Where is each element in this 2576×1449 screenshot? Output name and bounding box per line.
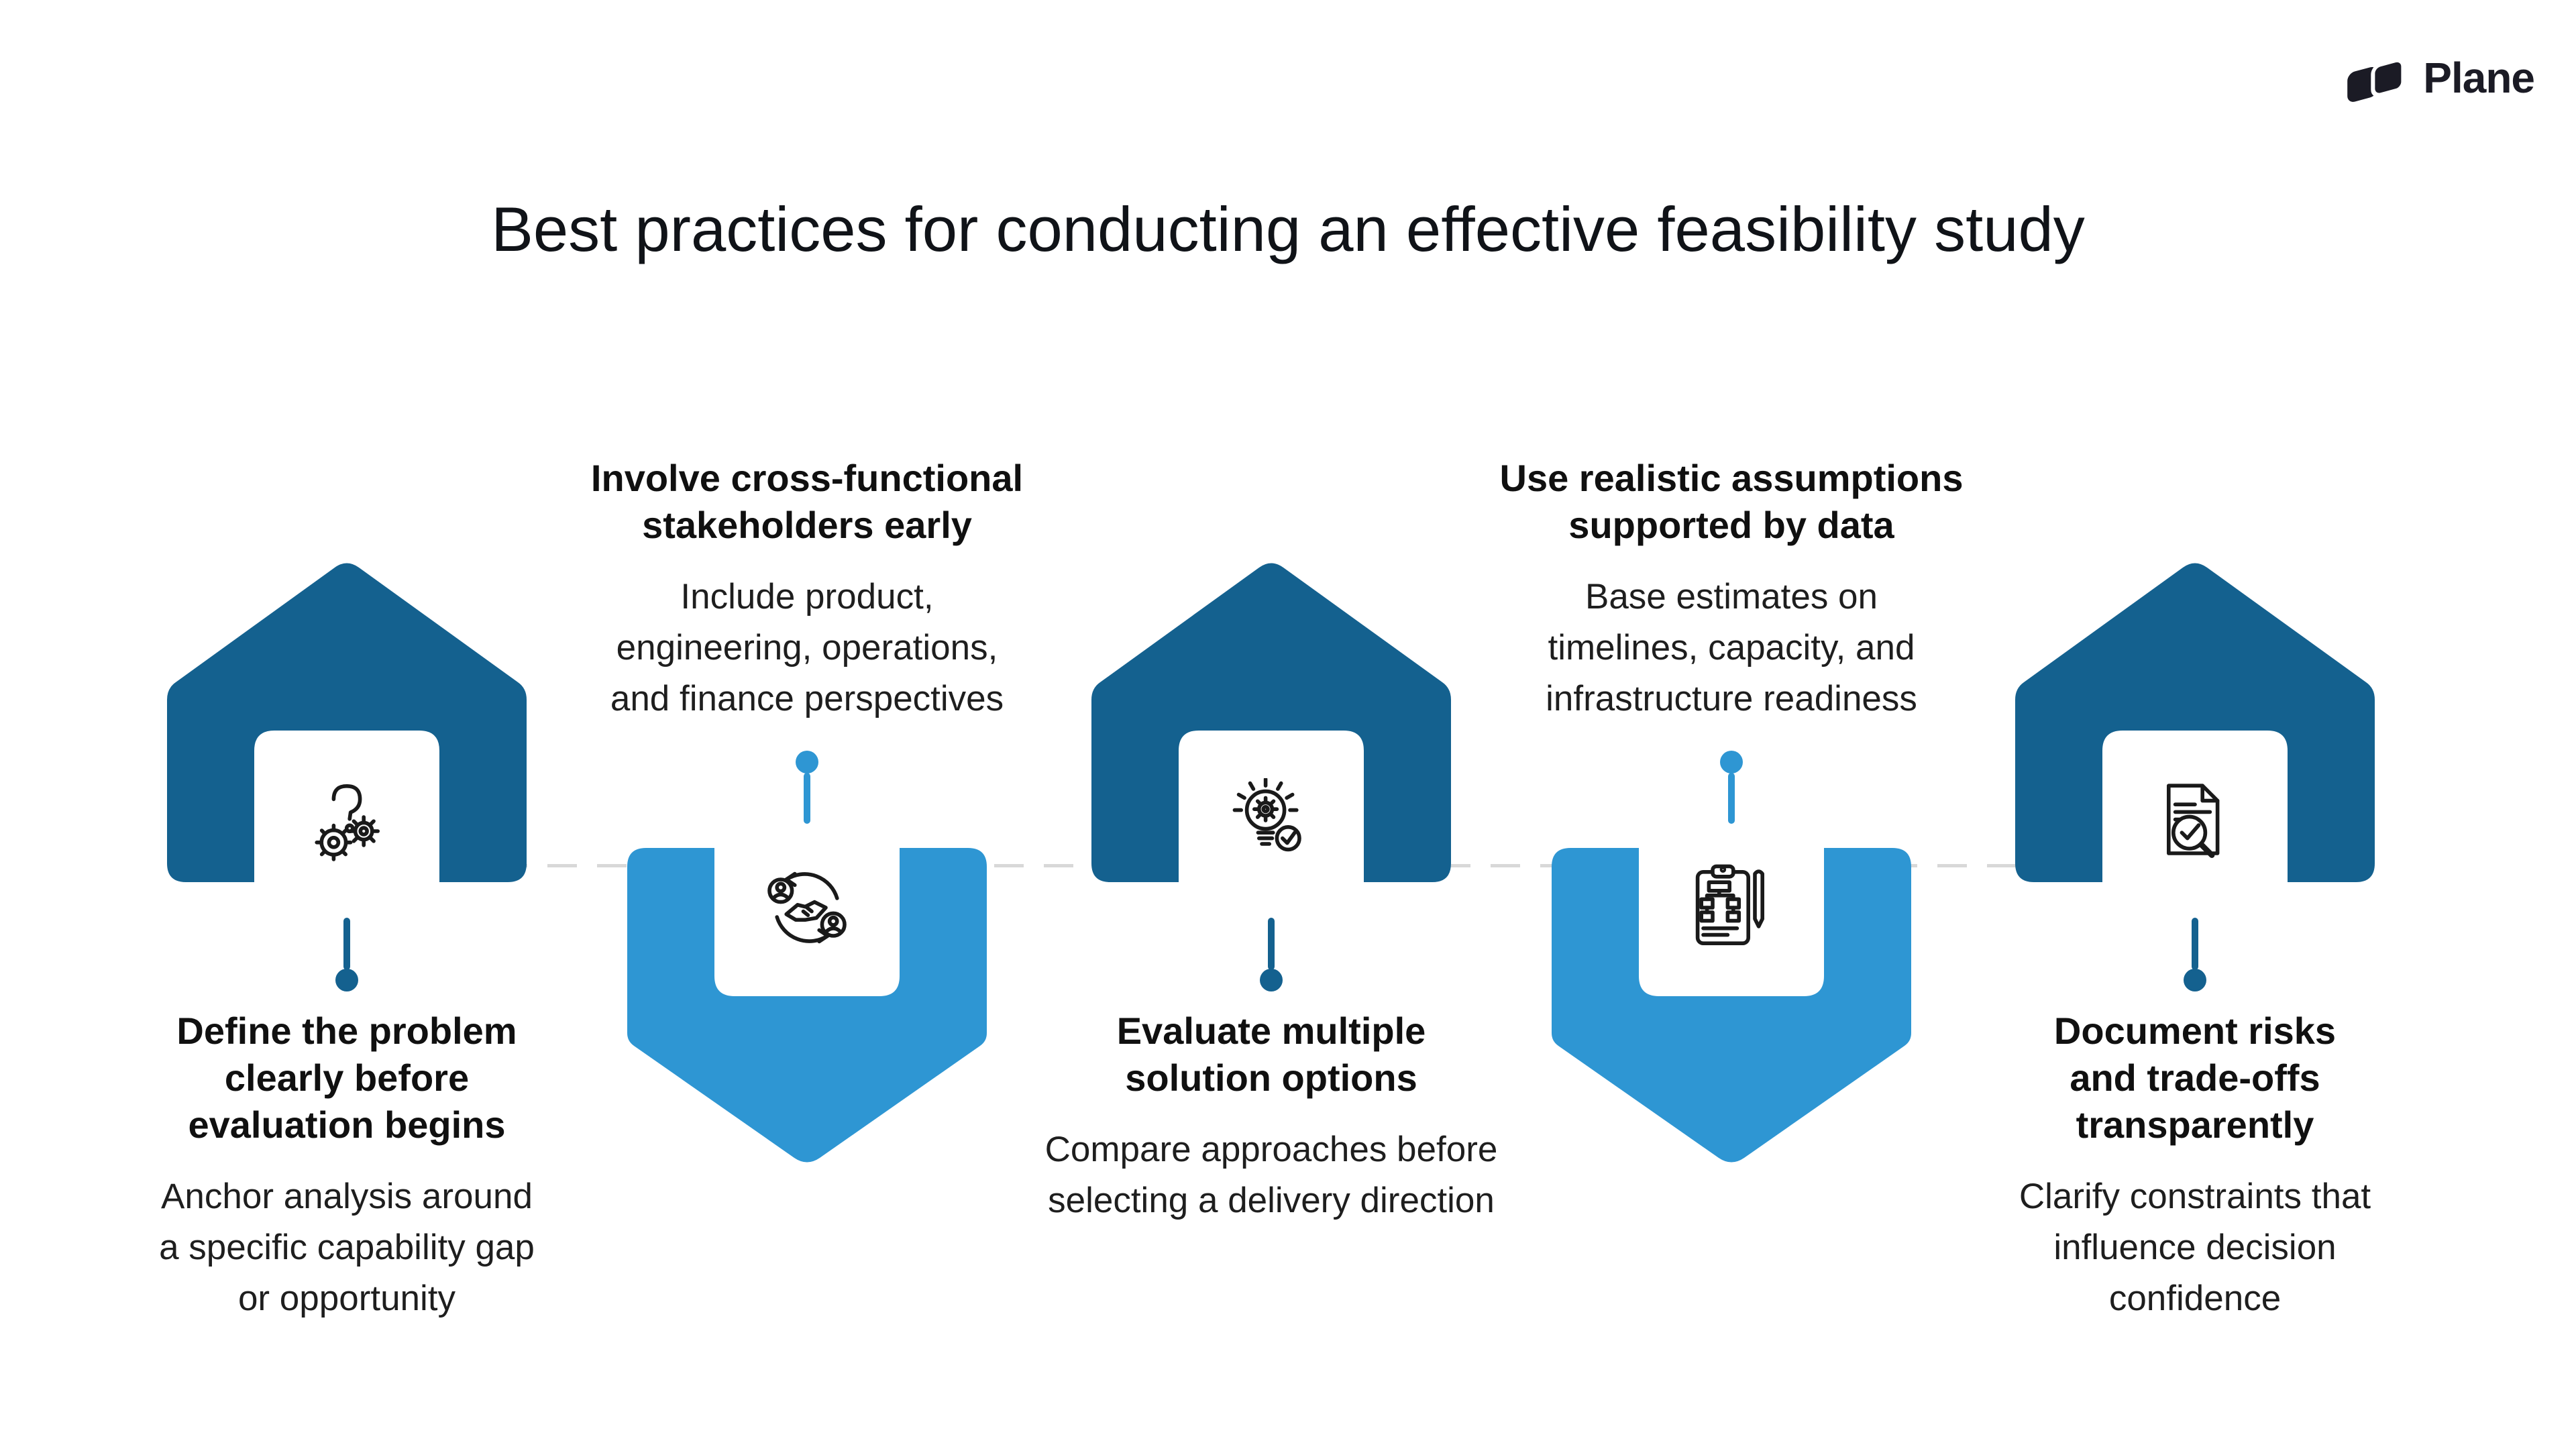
plane-logo-icon bbox=[2347, 58, 2406, 102]
question-gears-icon bbox=[315, 784, 380, 861]
step-4-pin-stem bbox=[1728, 773, 1735, 824]
step-4-chevron-down-shape bbox=[1552, 848, 1911, 1163]
step-3-body: Compare approaches before selecting a de… bbox=[1044, 1130, 1498, 1220]
step-3-pin-dot bbox=[1260, 969, 1283, 991]
step-1-pin-dot bbox=[335, 969, 358, 991]
idea-validation-icon bbox=[1232, 778, 1301, 852]
collaboration-handshake-icon bbox=[767, 871, 847, 944]
step-2-pin-dot bbox=[796, 751, 818, 773]
step-5-text: Document risks and trade-offs transparen… bbox=[1933, 1008, 2457, 1324]
brand-name: Plane bbox=[2423, 54, 2535, 102]
step-1-chevron-up-shape bbox=[167, 563, 527, 882]
step-4-body: Base estimates on timelines, capacity, a… bbox=[1546, 577, 1917, 718]
step-5-heading: Document risks and trade-offs transparen… bbox=[2053, 1010, 2337, 1146]
step-3-heading: Evaluate multiple solution options bbox=[1116, 1010, 1426, 1099]
clipboard-plan-icon bbox=[1695, 864, 1764, 945]
document-review-icon bbox=[2167, 784, 2220, 858]
step-1-pin-stem bbox=[343, 918, 350, 970]
step-5-pin-stem bbox=[2192, 918, 2198, 970]
step-2-chevron-down-shape bbox=[627, 848, 987, 1163]
step-5-body: Clarify constraints that influence decis… bbox=[2019, 1177, 2371, 1318]
step-5-pin-dot bbox=[2184, 969, 2206, 991]
step-2-heading: Involve cross-functional stakeholders ea… bbox=[590, 457, 1024, 546]
brand-logo: Plane bbox=[2344, 48, 2535, 107]
step-1-heading: Define the problem clearly before evalua… bbox=[176, 1010, 517, 1146]
step-4-pin-dot bbox=[1720, 751, 1743, 773]
step-3-text: Evaluate multiple solution options Compa… bbox=[1010, 1008, 1533, 1226]
step-2-body: Include product, engineering, operations… bbox=[610, 577, 1004, 718]
step-1-text: Define the problem clearly before evalua… bbox=[85, 1008, 608, 1324]
page-title: Best practices for conducting an effecti… bbox=[491, 194, 2085, 264]
step-4-heading: Use realistic assumptions supported by d… bbox=[1499, 457, 1964, 546]
step-2-text: Involve cross-functional stakeholders ea… bbox=[545, 455, 1069, 724]
step-3-pin-stem bbox=[1268, 918, 1275, 970]
step-4-text: Use realistic assumptions supported by d… bbox=[1470, 455, 1993, 724]
step-2-pin-stem bbox=[804, 773, 810, 824]
step-1-body: Anchor analysis around a specific capabi… bbox=[159, 1177, 535, 1318]
